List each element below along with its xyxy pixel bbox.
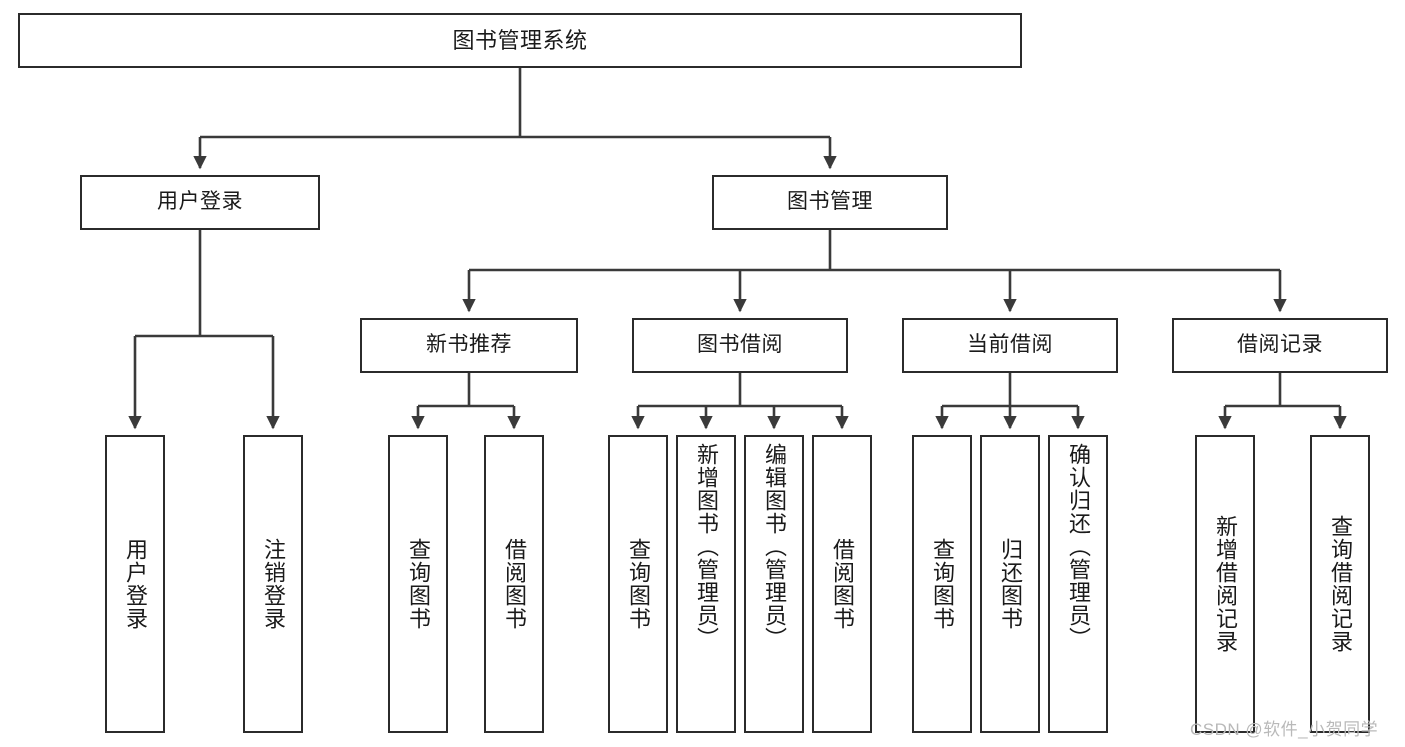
leaf-borrow-add-book-admin[interactable]: 新增图书（管理员） — [676, 435, 736, 733]
node-label: 借阅记录 — [1237, 333, 1323, 357]
leaf-user-logout[interactable]: 注销登录 — [243, 435, 303, 733]
node-label: 新增借阅记录 — [1212, 515, 1238, 653]
leaf-borrow-query-book[interactable]: 查询图书 — [608, 435, 668, 733]
node-label: 归还图书 — [997, 538, 1023, 630]
node-label: 借阅图书 — [829, 538, 855, 630]
leaf-current-query-book[interactable]: 查询图书 — [912, 435, 972, 733]
leaf-borrow-edit-book-admin[interactable]: 编辑图书（管理员） — [744, 435, 804, 733]
node-current-borrow[interactable]: 当前借阅 — [902, 318, 1118, 373]
leaf-user-login[interactable]: 用户登录 — [105, 435, 165, 733]
node-label: 新书推荐 — [426, 333, 512, 357]
leaf-current-confirm-return-admin[interactable]: 确认归还（管理员） — [1048, 435, 1108, 733]
node-borrow-record[interactable]: 借阅记录 — [1172, 318, 1388, 373]
node-label: 当前借阅 — [967, 333, 1053, 357]
node-new-book-recommend[interactable]: 新书推荐 — [360, 318, 578, 373]
node-label: 图书借阅 — [697, 333, 783, 357]
node-label: 用户登录 — [157, 190, 243, 214]
node-label: 图书管理系统 — [452, 27, 588, 53]
leaf-recommend-query-book[interactable]: 查询图书 — [388, 435, 448, 733]
node-user-login[interactable]: 用户登录 — [80, 175, 320, 230]
node-root-system[interactable]: 图书管理系统 — [18, 13, 1022, 68]
node-label: 注销登录 — [260, 538, 286, 630]
node-label: 借阅图书 — [501, 538, 527, 630]
node-label: 查询图书 — [405, 538, 431, 630]
leaf-record-query-record[interactable]: 查询借阅记录 — [1310, 435, 1370, 733]
leaf-borrow-borrow-book[interactable]: 借阅图书 — [812, 435, 872, 733]
node-label: 查询图书 — [929, 538, 955, 630]
node-label: 新增图书（管理员） — [693, 443, 719, 650]
node-label: 用户登录 — [122, 538, 148, 630]
node-book-management[interactable]: 图书管理 — [712, 175, 948, 230]
watermark-text: CSDN @软件_小贺同学 — [1190, 720, 1379, 739]
node-label: 查询图书 — [625, 538, 651, 630]
node-label: 图书管理 — [787, 190, 873, 214]
node-label: 查询借阅记录 — [1327, 515, 1353, 653]
leaf-recommend-borrow-book[interactable]: 借阅图书 — [484, 435, 544, 733]
leaf-current-return-book[interactable]: 归还图书 — [980, 435, 1040, 733]
node-label: 确认归还（管理员） — [1065, 443, 1091, 650]
node-book-borrow[interactable]: 图书借阅 — [632, 318, 848, 373]
leaf-record-add-record[interactable]: 新增借阅记录 — [1195, 435, 1255, 733]
node-label: 编辑图书（管理员） — [761, 443, 787, 650]
